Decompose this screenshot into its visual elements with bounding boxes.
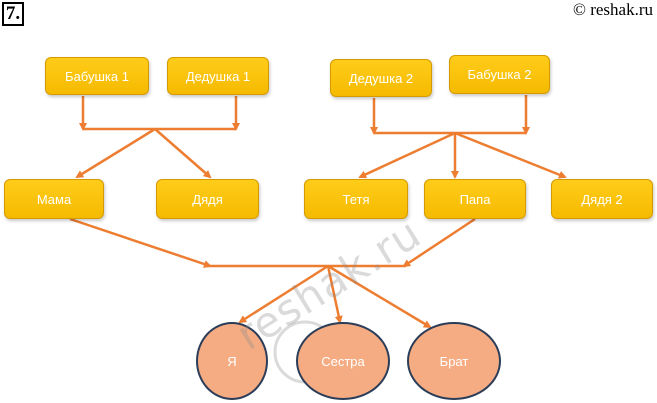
node-me: Я [196,322,268,400]
node-uncle-2: Дядя 2 [551,179,653,219]
node-grandpa-2: Дедушка 2 [330,59,432,97]
connector-to-me [238,264,329,324]
node-uncle-1: Дядя [156,179,259,219]
connector-dad-down [402,217,476,268]
connector-mom-down [69,217,212,268]
node-grandma-2: Бабушка 2 [449,55,550,94]
connector-to-brother [327,264,432,329]
connector-to-uncle1 [154,128,212,179]
node-grandpa-1: Дедушка 1 [167,57,269,95]
copyright-text: © reshak.ru [573,0,653,19]
connector-to-uncle2 [454,131,567,179]
connector-to-aunt [358,131,456,179]
node-aunt: Тетя [304,179,408,219]
node-grandma-1: Бабушка 1 [45,57,149,95]
node-brother: Брат [407,322,501,400]
node-mom: Мама [4,179,104,219]
connector-to-mom [75,127,156,179]
connector-to-sister [326,265,343,324]
node-sister: Сестра [296,322,390,400]
node-dad: Папа [424,179,526,219]
task-number: 7. [2,2,24,26]
